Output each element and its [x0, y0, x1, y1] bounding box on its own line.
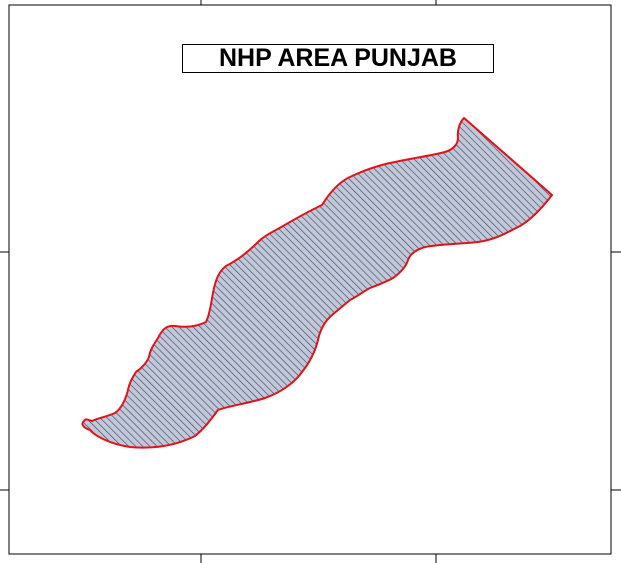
nhp-area-region[interactable]: [81, 117, 553, 449]
map-title: NHP AREA PUNJAB: [182, 44, 494, 73]
